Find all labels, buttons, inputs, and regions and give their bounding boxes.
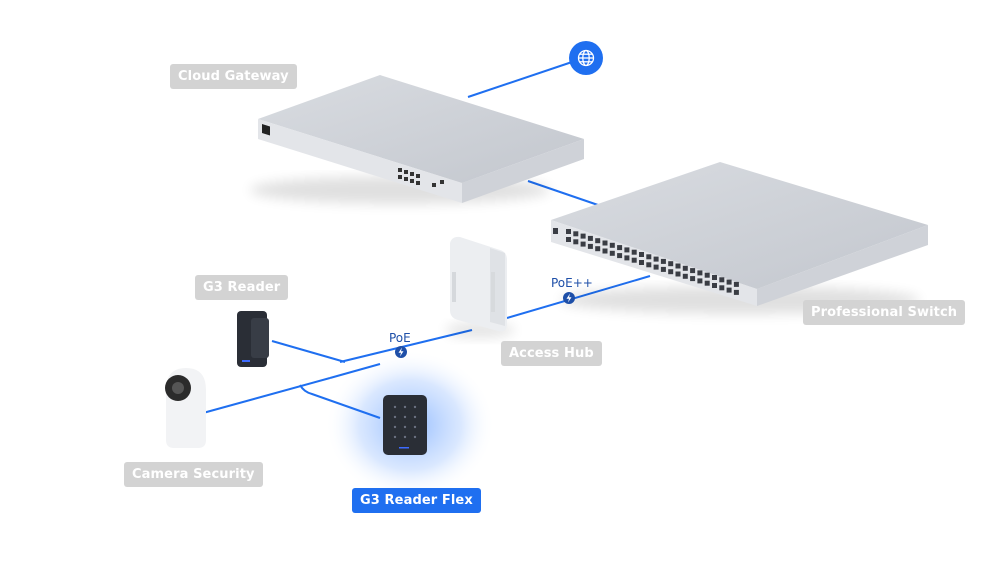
label-access-hub[interactable]: Access Hub bbox=[501, 341, 602, 366]
switch-port bbox=[566, 229, 571, 234]
cable-hub-branch bbox=[339, 329, 473, 363]
switch-port bbox=[653, 256, 659, 262]
cable-main-trunk bbox=[329, 363, 381, 379]
cloud-gateway-device[interactable] bbox=[250, 75, 584, 204]
switch-port bbox=[668, 261, 674, 267]
switch-port bbox=[690, 276, 696, 282]
cable-internet-gateway bbox=[467, 61, 573, 98]
switch-port bbox=[617, 245, 623, 251]
switch-port bbox=[609, 250, 615, 256]
switch-port bbox=[595, 246, 601, 252]
cable-camera bbox=[202, 377, 331, 414]
switch-port bbox=[639, 260, 644, 265]
switch-port bbox=[697, 278, 703, 284]
poe-label: PoE bbox=[389, 331, 411, 345]
switch-port bbox=[660, 266, 666, 272]
label-camera-security[interactable]: Camera Security bbox=[124, 462, 263, 487]
switch-port bbox=[646, 254, 652, 260]
switch-port bbox=[587, 243, 593, 249]
switch-port bbox=[580, 233, 586, 239]
switch-port bbox=[675, 263, 681, 269]
switch-port bbox=[587, 235, 593, 241]
switch-port bbox=[580, 241, 586, 247]
switch-port bbox=[719, 285, 725, 291]
switch-port bbox=[631, 257, 637, 263]
switch-ports bbox=[553, 228, 739, 295]
switch-port bbox=[602, 240, 608, 246]
label-cloud-gateway[interactable]: Cloud Gateway bbox=[170, 64, 297, 89]
switch-port bbox=[624, 255, 630, 261]
switch-port bbox=[602, 248, 608, 254]
switch-port bbox=[733, 281, 739, 287]
label-professional-switch[interactable]: Professional Switch bbox=[803, 300, 966, 325]
switch-port bbox=[668, 269, 674, 275]
switch-port bbox=[631, 249, 637, 255]
switch-port bbox=[719, 277, 725, 283]
switch-port bbox=[566, 237, 571, 242]
switch-port bbox=[726, 287, 732, 293]
cable-reader-flex bbox=[299, 384, 381, 419]
switch-port bbox=[712, 275, 717, 280]
switch-port bbox=[726, 279, 732, 285]
globe-icon bbox=[577, 49, 595, 67]
power-bolt-icon bbox=[398, 347, 404, 357]
switch-port bbox=[617, 253, 623, 259]
poe-plus-label: PoE++ bbox=[551, 276, 593, 290]
switch-port bbox=[712, 283, 717, 288]
switch-port bbox=[733, 289, 739, 295]
professional-switch-device[interactable] bbox=[551, 162, 928, 314]
switch-port bbox=[573, 239, 579, 245]
camera-security-device[interactable] bbox=[165, 368, 206, 448]
g3-reader-flex-device[interactable] bbox=[383, 395, 427, 455]
switch-port bbox=[573, 231, 579, 237]
switch-port bbox=[624, 247, 630, 253]
label-g3-reader[interactable]: G3 Reader bbox=[195, 275, 289, 300]
switch-port bbox=[682, 265, 688, 271]
switch-port bbox=[704, 272, 710, 278]
switch-port bbox=[682, 273, 688, 279]
switch-port bbox=[646, 262, 652, 268]
poe-badge bbox=[395, 346, 407, 358]
g3-reader-device[interactable] bbox=[237, 311, 269, 367]
poe-plus-badge bbox=[563, 292, 575, 304]
switch-port bbox=[609, 242, 615, 248]
power-bolt-icon bbox=[566, 293, 572, 303]
internet-node[interactable] bbox=[569, 41, 603, 75]
label-g3-reader-flex[interactable]: G3 Reader Flex bbox=[352, 488, 481, 513]
access-hub-device[interactable] bbox=[445, 236, 515, 338]
switch-port bbox=[690, 268, 696, 274]
switch-port bbox=[704, 280, 710, 286]
switch-port bbox=[653, 264, 659, 270]
switch-port bbox=[660, 258, 666, 264]
switch-port bbox=[639, 252, 644, 257]
switch-port bbox=[675, 271, 681, 277]
switch-port bbox=[697, 270, 703, 276]
cable-g3-reader bbox=[271, 340, 346, 363]
switch-port bbox=[595, 238, 601, 244]
